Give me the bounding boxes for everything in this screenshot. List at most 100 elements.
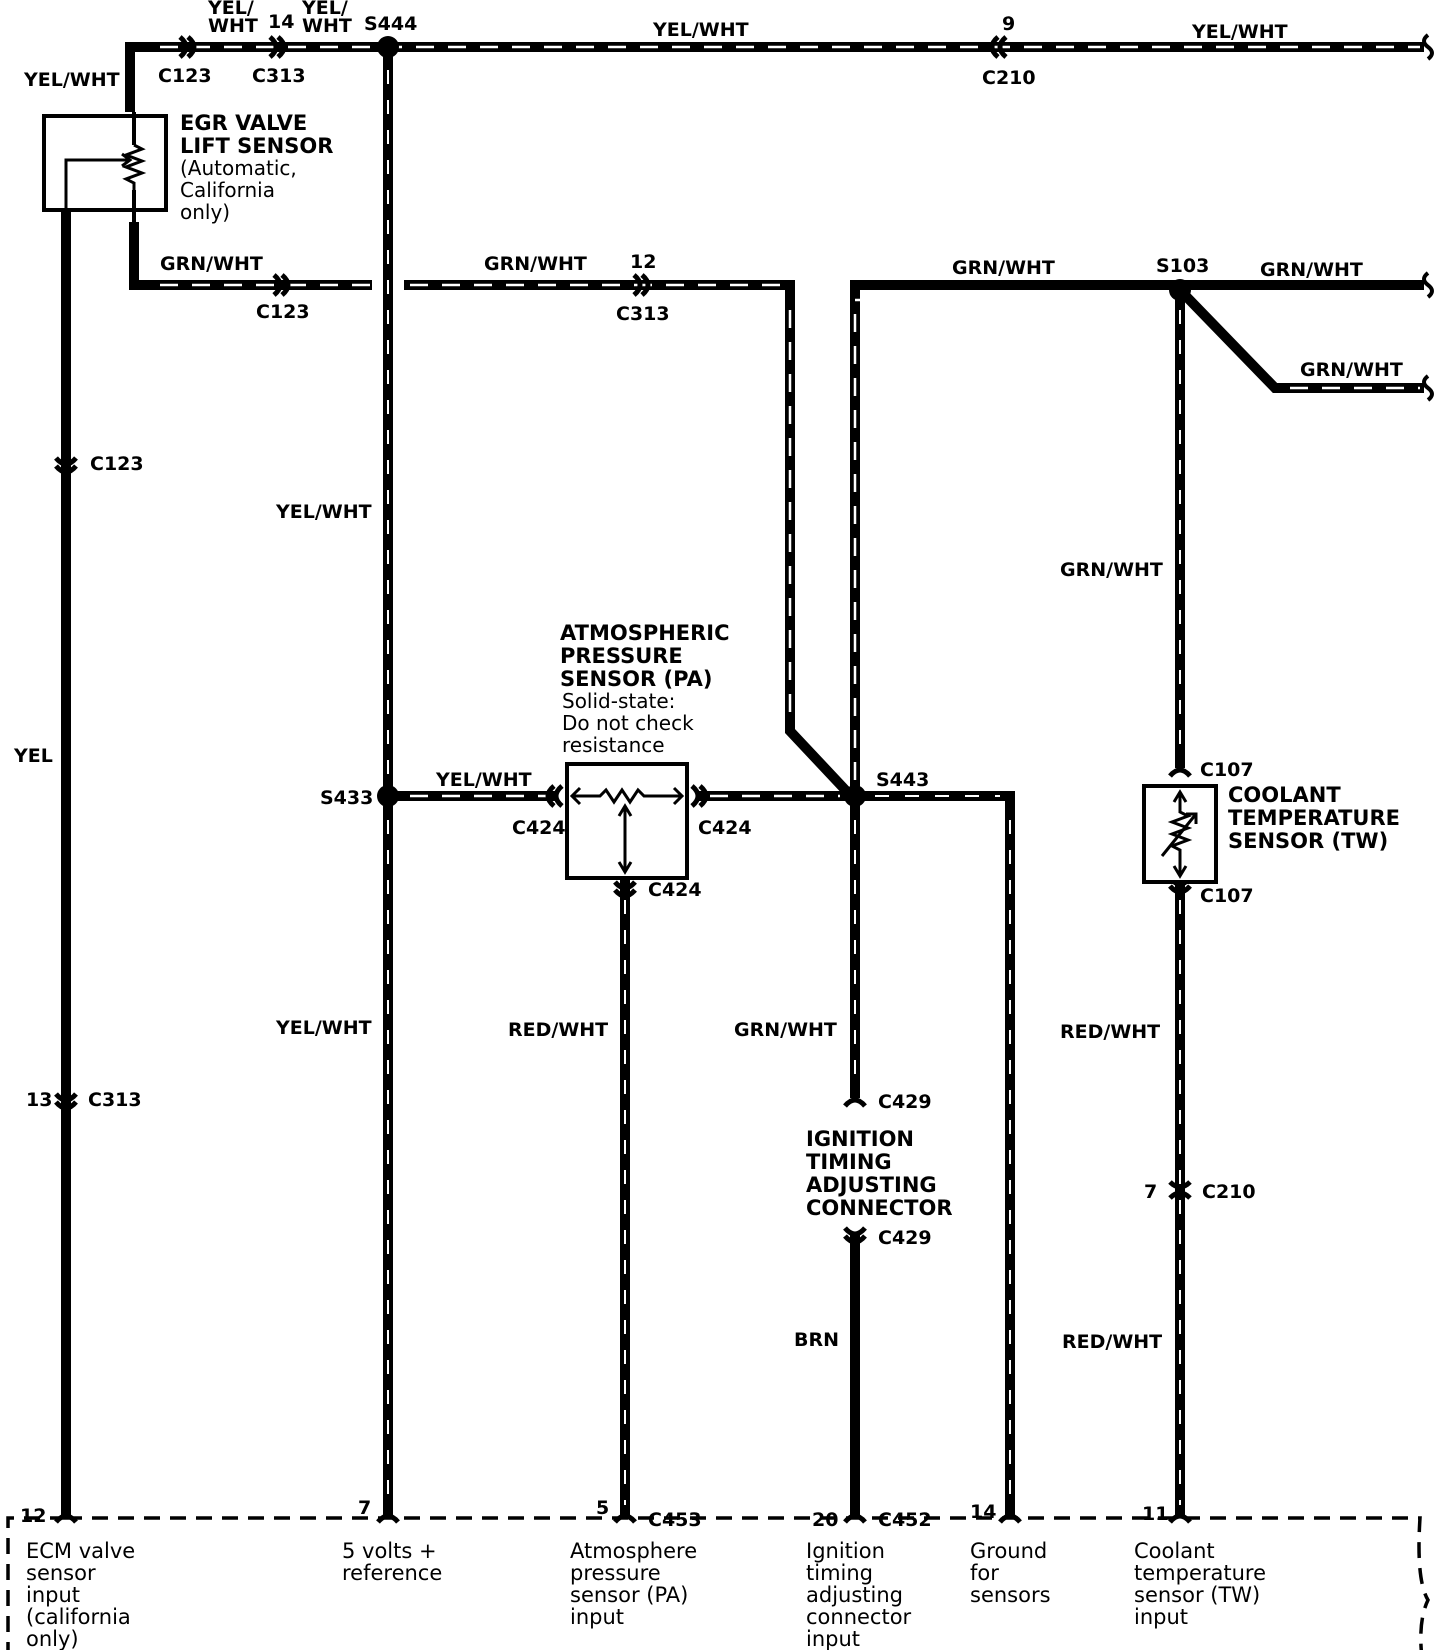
egr-sub-3: only) — [180, 200, 230, 224]
pa-title-2: PRESSURE — [560, 644, 683, 668]
ecm-t20-line-3: adjusting — [806, 1583, 903, 1607]
ecm-t14-line-1: Ground — [970, 1539, 1047, 1563]
egr-title-1: EGR VALVE — [180, 111, 307, 135]
coolant-temperature-sensor — [1142, 784, 1218, 884]
label-c107-top: C107 — [1200, 759, 1254, 781]
wire-label-yel-wht-split-2a: WHT — [208, 15, 258, 37]
ecm-t11-line-1: Coolant — [1134, 1539, 1215, 1563]
label-c424-right: C424 — [698, 817, 752, 839]
wire-label-red-wht-tw-upper: RED/WHT — [1060, 1021, 1160, 1043]
label-c424-bottom: C424 — [648, 879, 702, 901]
label-c313-top: C313 — [252, 65, 306, 87]
label-ecm-pin-7: 7 — [358, 1497, 371, 1519]
ecm-t5-line-4: input — [570, 1605, 624, 1629]
egr-sub-2: California — [180, 178, 275, 202]
label-splice-s103: S103 — [1156, 255, 1209, 277]
pa-sub-1: Solid-state: — [562, 689, 675, 713]
label-ecm-pin-12: 12 — [20, 1505, 46, 1527]
ecm-t12-line-1: ECM valve — [26, 1539, 135, 1563]
wire-label-grn-wht-egr: GRN/WHT — [160, 253, 263, 275]
label-c452: C452 — [878, 1509, 932, 1531]
label-c453: C453 — [648, 1509, 702, 1531]
ecm-t7-line-2: reference — [342, 1561, 442, 1585]
wire-label-grn-wht-right: GRN/WHT — [1260, 259, 1363, 281]
wire-label-grn-wht-tw: GRN/WHT — [1060, 559, 1163, 581]
splice-s443 — [844, 785, 866, 807]
wire-label-grn-wht-branch: GRN/WHT — [1300, 359, 1403, 381]
ignition-title-3: ADJUSTING — [806, 1173, 937, 1197]
wire-label-brn: BRN — [794, 1329, 839, 1351]
label-c107-bottom: C107 — [1200, 885, 1254, 907]
wire-label-red-wht-tw-lower: RED/WHT — [1062, 1331, 1162, 1353]
ecm-t11-line-2: temperature — [1134, 1561, 1266, 1585]
wire-label-yel-wht-pa: YEL/WHT — [435, 769, 532, 791]
ecm-t20-line-1: Ignition — [806, 1539, 885, 1563]
label-c210-top: C210 — [982, 67, 1036, 89]
wires — [61, 42, 1424, 1516]
ecm-t20-line-4: connector — [806, 1605, 912, 1629]
label-c429-top: C429 — [878, 1091, 932, 1113]
wire-label-grn-wht-mid: GRN/WHT — [484, 253, 587, 275]
ignition-title-2: TIMING — [806, 1150, 892, 1174]
label-c210-tw: C210 — [1202, 1181, 1256, 1203]
wire-label-yel-wht-split-1b: YEL/ — [301, 0, 348, 19]
wire-label-red-wht-pa: RED/WHT — [508, 1019, 608, 1041]
label-c123-yel: C123 — [90, 453, 144, 475]
label-c424-left: C424 — [512, 817, 566, 839]
ecm-t14-line-3: sensors — [970, 1583, 1051, 1607]
ecm-t12-line-5: only) — [26, 1627, 79, 1650]
label-ecm-pin-20: 20 — [812, 1509, 838, 1531]
ecm-t5-line-1: Atmosphere — [570, 1539, 697, 1563]
ignition-title-1: IGNITION — [806, 1127, 914, 1151]
egr-valve-lift-sensor — [42, 112, 168, 222]
label-splice-s433: S433 — [320, 787, 373, 809]
pa-title-3: SENSOR (PA) — [560, 667, 712, 691]
ecm-t14-line-2: for — [970, 1561, 999, 1585]
tw-title-1: COOLANT — [1228, 783, 1341, 807]
wire-label-yel-wht-split-1a: YEL/ — [207, 0, 254, 19]
label-splice-s444: S444 — [364, 13, 417, 35]
label-pin-14-top: 14 — [268, 11, 294, 33]
label-c123-grn: C123 — [256, 301, 310, 323]
egr-sub-1: (Automatic, — [180, 156, 297, 180]
wire-label-yel-wht-vert-upper: YEL/WHT — [275, 501, 372, 523]
wire-label-grn-wht-ignition: GRN/WHT — [734, 1019, 837, 1041]
ecm-t20-line-2: timing — [806, 1561, 873, 1585]
wire-grn-wht-branch — [1176, 286, 1424, 393]
pa-sub-2: Do not check — [562, 711, 694, 735]
ecm-t12-line-2: sensor — [26, 1561, 96, 1585]
wire-label-yel-wht-top-right: YEL/WHT — [1191, 21, 1288, 43]
tw-title-2: TEMPERATURE — [1228, 806, 1400, 830]
label-splice-s443: S443 — [876, 769, 929, 791]
label-pin-13: 13 — [26, 1089, 52, 1111]
wire-grn-wht-main — [850, 280, 1424, 796]
wire-labels: YEL/ WHT YEL/ WHT YEL/WHT YEL/WHT YEL/WH… — [13, 0, 1403, 1353]
ecm-t20-line-5: input — [806, 1627, 860, 1650]
connector-labels: C123 C313 14 S444 9 C210 C123 12 C313 S1… — [20, 11, 1256, 1531]
tw-title-3: SENSOR (TW) — [1228, 829, 1388, 853]
pa-title-1: ATMOSPHERIC — [560, 621, 730, 645]
label-c123-top: C123 — [158, 65, 212, 87]
ecm-t11-line-3: sensor (TW) — [1134, 1583, 1260, 1607]
ecm-t5-line-2: pressure — [570, 1561, 661, 1585]
ecm-boundary — [66, 1516, 1430, 1650]
component-labels: EGR VALVE LIFT SENSOR (Automatic, Califo… — [180, 111, 1400, 1220]
wire-label-yel-wht-top: YEL/WHT — [652, 19, 749, 41]
label-ecm-pin-11: 11 — [1142, 1503, 1168, 1525]
splice-s433 — [377, 785, 399, 807]
label-c429-bottom: C429 — [878, 1227, 932, 1249]
label-c313-yel: C313 — [88, 1089, 142, 1111]
label-pin-7-c210: 7 — [1144, 1181, 1157, 1203]
ecm-t11-line-4: input — [1134, 1605, 1188, 1629]
ecm-t12-line-3: input — [26, 1583, 80, 1607]
ignition-title-4: CONNECTOR — [806, 1196, 953, 1220]
label-ecm-pin-14: 14 — [970, 1501, 996, 1523]
atmospheric-pressure-sensor — [565, 762, 689, 880]
ecm-t12-line-4: (california — [26, 1605, 131, 1629]
ecm-terminal-labels: ECM valve sensor input (california only)… — [26, 1539, 1266, 1650]
potentiometer-symbol — [121, 143, 147, 190]
label-pin-9-top: 9 — [1002, 13, 1015, 35]
splice-s444 — [377, 36, 399, 58]
label-c313-grn: C313 — [616, 303, 670, 325]
